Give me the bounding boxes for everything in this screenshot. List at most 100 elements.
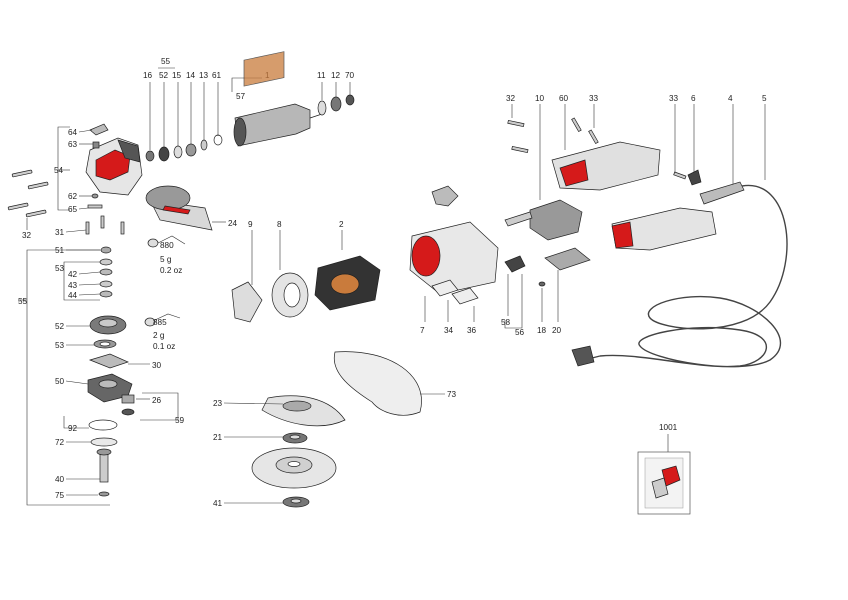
motor-housing-7 bbox=[409, 221, 499, 295]
grease-885 bbox=[144, 317, 156, 327]
label-33-right: 33 bbox=[669, 94, 679, 103]
bevel-gear-52 bbox=[89, 315, 127, 335]
label-52-left: 52 bbox=[55, 322, 65, 331]
label-64: 64 bbox=[68, 128, 78, 137]
label-30: 30 bbox=[152, 361, 162, 370]
bearing-flange-50 bbox=[87, 373, 133, 403]
label-36: 36 bbox=[467, 326, 477, 335]
screws-32-top bbox=[507, 119, 529, 154]
label-61: 61 bbox=[212, 71, 222, 80]
label-58: 58 bbox=[501, 318, 511, 327]
label-14: 14 bbox=[186, 71, 196, 80]
label-65: 65 bbox=[68, 205, 78, 214]
label-73: 73 bbox=[447, 390, 457, 399]
field-2 bbox=[314, 255, 381, 311]
washer-stack bbox=[99, 246, 113, 298]
label-18: 18 bbox=[537, 326, 547, 335]
spindle-lock-26 bbox=[121, 394, 135, 416]
label-23: 23 bbox=[213, 399, 223, 408]
label-72: 72 bbox=[55, 438, 65, 447]
label-21: 21 bbox=[213, 433, 223, 442]
detail-box-1001 bbox=[637, 451, 691, 515]
baffle-9 bbox=[231, 281, 263, 323]
label-20: 20 bbox=[552, 326, 562, 335]
bracket-55-column bbox=[20, 249, 110, 506]
label-56: 56 bbox=[515, 328, 525, 337]
label-12: 12 bbox=[331, 71, 341, 80]
label-8: 8 bbox=[277, 220, 282, 229]
screw-65 bbox=[87, 204, 103, 209]
note-885-g: 2 g bbox=[153, 331, 165, 340]
oring-92 bbox=[88, 419, 118, 431]
label-885: 885 bbox=[153, 318, 167, 327]
label-880: 880 bbox=[160, 241, 174, 250]
insulation-34-36 bbox=[431, 279, 479, 305]
clip-64 bbox=[89, 123, 109, 136]
bracket-53-group bbox=[63, 261, 100, 301]
label-9: 9 bbox=[248, 220, 253, 229]
guard-73 bbox=[333, 351, 422, 416]
guard-23 bbox=[261, 395, 346, 427]
label-55-top: 55 bbox=[161, 57, 171, 66]
label-59: 59 bbox=[175, 416, 185, 425]
label-16: 16 bbox=[143, 71, 153, 80]
nut-41 bbox=[282, 496, 310, 508]
label-55-left: 55 bbox=[18, 297, 28, 306]
grinding-disc bbox=[251, 447, 337, 489]
label-33-top: 33 bbox=[589, 94, 599, 103]
ring-75 bbox=[98, 491, 110, 497]
label-34: 34 bbox=[444, 326, 454, 335]
label-26: 26 bbox=[152, 396, 162, 405]
label-44: 44 bbox=[68, 291, 78, 300]
label-1001: 1001 bbox=[659, 423, 678, 432]
label-32-left: 32 bbox=[22, 231, 32, 240]
label-42: 42 bbox=[68, 270, 78, 279]
handle-shell-lower bbox=[611, 207, 717, 251]
nut-63 bbox=[92, 141, 100, 149]
label-54: 54 bbox=[54, 166, 64, 175]
label-53-bottom: 53 bbox=[55, 341, 65, 350]
label-10: 10 bbox=[535, 94, 545, 103]
note-885-oz: 0.1 oz bbox=[153, 342, 175, 351]
cable-clamp-6 bbox=[687, 169, 702, 186]
label-6: 6 bbox=[691, 94, 696, 103]
label-24: 24 bbox=[228, 219, 238, 228]
note-880-g: 5 g bbox=[160, 255, 172, 264]
spindle-40 bbox=[96, 448, 112, 483]
label-4: 4 bbox=[728, 94, 733, 103]
label-62: 62 bbox=[68, 192, 78, 201]
label-75: 75 bbox=[55, 491, 65, 500]
gear-housing bbox=[85, 137, 143, 196]
small-parts-armature bbox=[145, 134, 223, 162]
armature-1 bbox=[233, 51, 323, 147]
screws-31 bbox=[85, 215, 125, 235]
label-53-top: 53 bbox=[55, 264, 65, 273]
label-40: 40 bbox=[55, 475, 65, 484]
label-70: 70 bbox=[345, 71, 355, 80]
bearing-53 bbox=[93, 339, 117, 349]
label-92: 92 bbox=[68, 424, 78, 433]
screws-33-top bbox=[571, 117, 599, 145]
label-63: 63 bbox=[68, 140, 78, 149]
label-60: 60 bbox=[559, 94, 569, 103]
label-31: 31 bbox=[55, 228, 65, 237]
label-50: 50 bbox=[55, 377, 65, 386]
brush-parts bbox=[431, 185, 591, 287]
label-41: 41 bbox=[213, 499, 223, 508]
fan-8 bbox=[271, 272, 309, 318]
label-15: 15 bbox=[172, 71, 182, 80]
label-7: 7 bbox=[420, 326, 425, 335]
label-2: 2 bbox=[339, 220, 344, 229]
label-5: 5 bbox=[762, 94, 767, 103]
plate-30 bbox=[88, 353, 129, 369]
screw-62 bbox=[91, 193, 99, 199]
label-43: 43 bbox=[68, 281, 78, 290]
screw-33-right bbox=[673, 171, 687, 180]
power-cable bbox=[571, 181, 788, 368]
label-32-top: 32 bbox=[506, 94, 516, 103]
note-880-oz: 0.2 oz bbox=[160, 266, 182, 275]
grease-880 bbox=[147, 238, 159, 248]
label-52-top: 52 bbox=[159, 71, 169, 80]
label-57: 57 bbox=[236, 92, 246, 101]
disc-72 bbox=[90, 437, 118, 447]
